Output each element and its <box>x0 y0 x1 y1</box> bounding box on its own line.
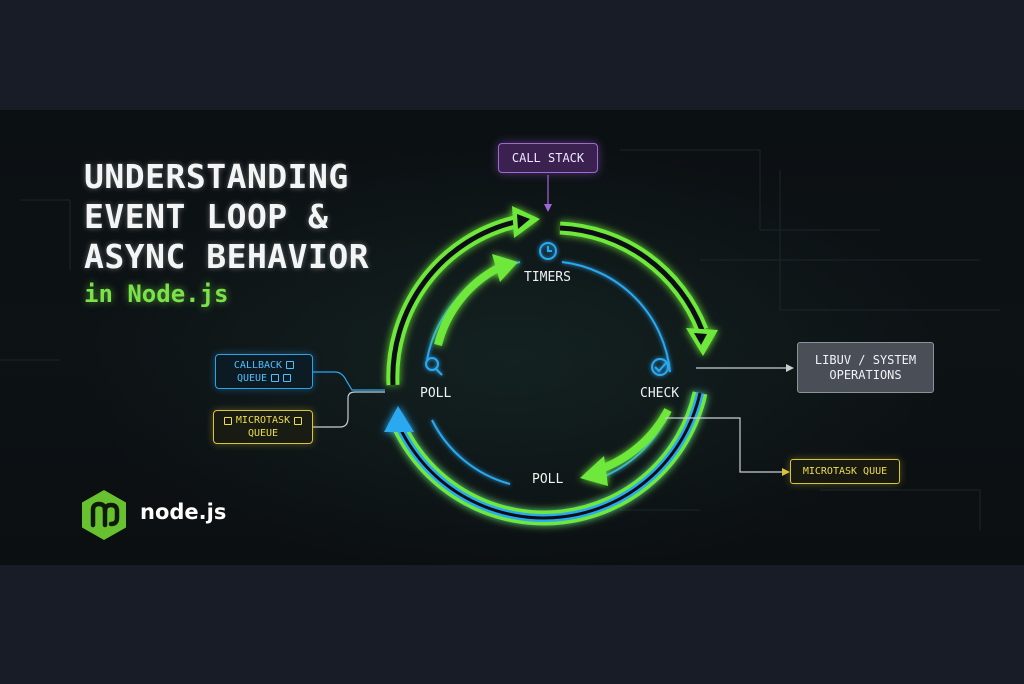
queue-slot-icon <box>286 361 295 369</box>
title-line-1: UNDERSTANDING <box>84 157 349 196</box>
stage-label-poll-left: POLL <box>420 386 452 401</box>
microtask-queue-line-2: QUEUE <box>247 428 279 439</box>
queue-slot-icon <box>294 416 303 425</box>
libuv-system-operations-box: LIBUV / SYSTEM OPERATIONS <box>797 342 934 393</box>
callback-queue-line-2: QUEUE <box>236 372 268 384</box>
microtask-que-box: MICROTASK QUUE <box>790 459 900 484</box>
nodejs-logo-icon <box>82 490 126 540</box>
title-line-2: EVENT LOOP & <box>84 197 329 236</box>
libuv-line-2: OPERATIONS <box>829 367 902 382</box>
call-stack-box: CALL STACK <box>498 143 598 173</box>
stage-label-check: CHECK <box>640 386 680 401</box>
title-line-3: ASYNC BEHAVIOR <box>84 237 370 276</box>
background-grid <box>0 149 1000 530</box>
queue-slot-icon <box>283 374 292 382</box>
stage-label-timers: TIMERS <box>524 270 571 285</box>
queue-slot-icon <box>271 374 280 382</box>
queue-slot-icon <box>223 416 232 425</box>
microtask-queue-line-1: MICROTASK <box>235 415 291 426</box>
stage-label-poll-bottom: POLL <box>532 472 564 487</box>
callback-queue-line-1: CALLBACK <box>233 359 283 371</box>
subtitle: in Node.js <box>84 280 229 308</box>
microtask-queue-box: MICROTASK QUEUE <box>213 410 313 444</box>
callback-queue-box: CALLBACK QUEUE <box>215 354 313 389</box>
libuv-line-1: LIBUV / SYSTEM <box>814 352 917 367</box>
nodejs-brand-name: node.js <box>140 500 227 524</box>
